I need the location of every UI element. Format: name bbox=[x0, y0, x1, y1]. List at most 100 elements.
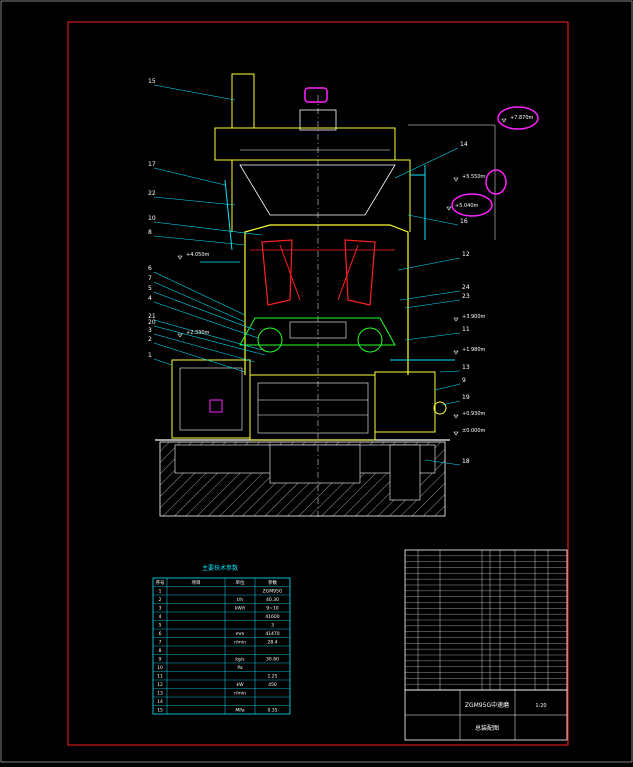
elevation-marks: +7.870m+5.550m+5.040m+4.050m+3.900m+2.33… bbox=[177, 115, 534, 436]
table-cell: kW bbox=[236, 682, 244, 688]
callout-number: 5 bbox=[148, 285, 152, 292]
foundation bbox=[155, 439, 450, 517]
callout-leader bbox=[153, 342, 246, 373]
elevation-label: +1.980m bbox=[462, 347, 486, 353]
callout-leader bbox=[153, 84, 236, 101]
side-unit bbox=[374, 371, 447, 433]
callout-number: 23 bbox=[462, 293, 470, 300]
table-cell: 10 bbox=[157, 665, 163, 671]
callout-leader bbox=[404, 299, 461, 309]
elevation-symbol bbox=[501, 118, 507, 123]
elevation-label: +2.330m bbox=[186, 330, 210, 336]
table-cell: 6 bbox=[159, 631, 162, 637]
table-cell: ZGM95G bbox=[263, 589, 283, 595]
table-cell: 9 bbox=[159, 657, 162, 663]
table-cell: 14 bbox=[157, 699, 163, 705]
callout-number: 2 bbox=[148, 336, 152, 343]
callout-number: 14 bbox=[460, 141, 468, 148]
callout-number: 9 bbox=[462, 377, 466, 384]
callout-number: 22 bbox=[148, 190, 156, 197]
table-cell: 28.4 bbox=[267, 640, 277, 646]
elevation-label: +7.870m bbox=[510, 115, 534, 121]
elevation-label: +3.900m bbox=[462, 314, 486, 320]
separator bbox=[250, 239, 395, 306]
elevation-symbol bbox=[453, 350, 459, 355]
callout-leader bbox=[153, 333, 256, 363]
callout-leader bbox=[439, 370, 461, 373]
motor bbox=[171, 359, 251, 439]
elevation-symbol bbox=[453, 414, 459, 419]
table-cell: 12 bbox=[157, 682, 163, 688]
table-cell: 15 bbox=[157, 708, 163, 714]
table-cell: t/h bbox=[237, 597, 243, 603]
callout-leader bbox=[434, 383, 461, 391]
callout-number: 19 bbox=[462, 394, 470, 401]
callout-number: 6 bbox=[148, 265, 152, 272]
table-cell: 3 bbox=[271, 623, 274, 629]
table-cell: Pa bbox=[237, 665, 243, 671]
callout-number: 12 bbox=[462, 251, 470, 258]
table-cell: 1.25 bbox=[267, 674, 277, 680]
elevation-symbol bbox=[177, 255, 183, 260]
callout-leader bbox=[424, 459, 461, 466]
callout-leader bbox=[407, 214, 459, 226]
table-cell: 13 bbox=[157, 691, 163, 697]
table-cell: 7 bbox=[159, 640, 162, 646]
callout-leader bbox=[153, 325, 266, 356]
table-cell: 41470 bbox=[265, 631, 279, 637]
callout-leader bbox=[153, 301, 259, 339]
callout-number: 15 bbox=[148, 78, 156, 85]
table-cell: mm bbox=[236, 632, 245, 637]
callout-leader bbox=[153, 221, 263, 236]
callout-leader bbox=[441, 400, 461, 406]
table-cell: 2 bbox=[159, 597, 162, 603]
callout-number: 18 bbox=[462, 458, 470, 465]
callout-number: 20 bbox=[148, 319, 156, 326]
table-header-cell: 单位 bbox=[236, 579, 245, 586]
table-cell: 8 bbox=[159, 648, 162, 654]
callout-number: 16 bbox=[460, 218, 468, 225]
drawing-border bbox=[67, 21, 569, 746]
callout-number: 21 bbox=[148, 313, 156, 320]
callout-number: 4 bbox=[148, 295, 152, 302]
callout-leader bbox=[397, 257, 461, 271]
callout-number: 3 bbox=[148, 327, 152, 334]
elevation-symbol bbox=[453, 177, 459, 182]
table-cell: 41600 bbox=[265, 614, 279, 620]
callout-number: 7 bbox=[148, 275, 152, 282]
callout-leader bbox=[153, 196, 236, 206]
callout-number: 10 bbox=[148, 215, 156, 222]
table-cell: 1 bbox=[159, 589, 162, 595]
callout-number: 17 bbox=[148, 161, 156, 168]
table-header-cell: 序号 bbox=[156, 579, 165, 586]
piping bbox=[200, 124, 496, 361]
callout-number: 24 bbox=[462, 284, 470, 291]
elevation-symbol bbox=[446, 206, 452, 211]
callout-number: 8 bbox=[148, 229, 152, 236]
elevation-label: ±0.000m bbox=[462, 428, 486, 434]
elevation-symbol bbox=[453, 317, 459, 322]
table-cell: kg/s bbox=[235, 657, 245, 663]
callout-leader bbox=[153, 358, 173, 366]
callout-leader bbox=[153, 235, 246, 246]
elevation-label: +0.930m bbox=[462, 411, 486, 417]
table-cell: 5 bbox=[159, 623, 162, 629]
drawing-name: 总装配图 bbox=[475, 724, 499, 732]
callout-number: 11 bbox=[462, 326, 470, 333]
callout-leader bbox=[153, 281, 246, 323]
elevation-label: +5.040m bbox=[455, 203, 479, 209]
grinding-table bbox=[239, 317, 396, 353]
table-cell: kW/t bbox=[235, 606, 246, 612]
table-cell: 0.35 bbox=[267, 708, 277, 714]
table-header-cell: 项目 bbox=[192, 580, 201, 586]
callout-leader bbox=[153, 291, 256, 331]
table-cell: 30.60 bbox=[266, 657, 279, 663]
callout-leader bbox=[394, 147, 459, 179]
scale: 1:20 bbox=[535, 703, 546, 709]
